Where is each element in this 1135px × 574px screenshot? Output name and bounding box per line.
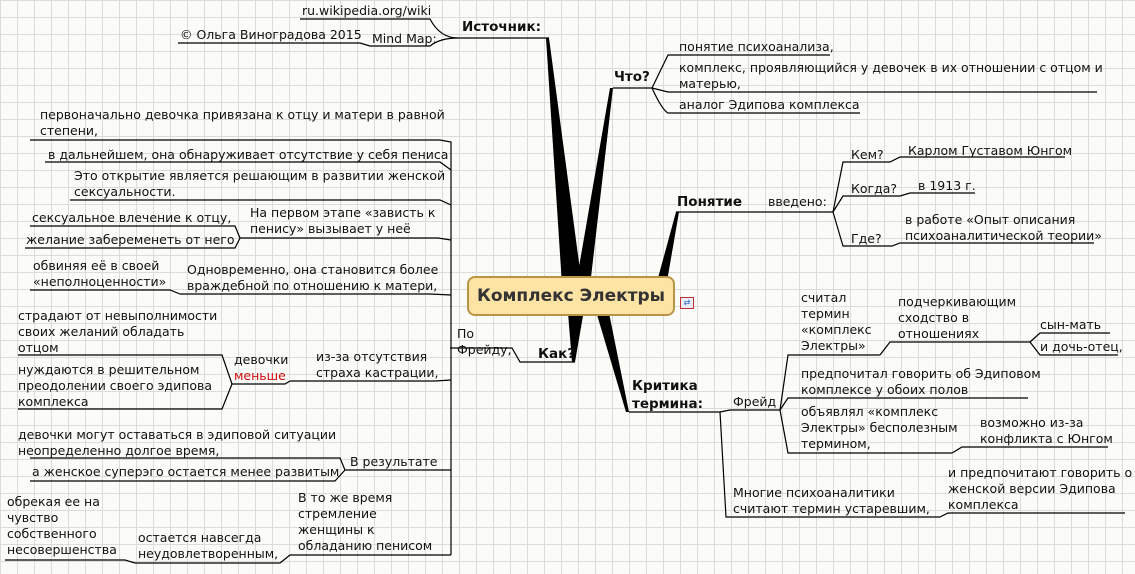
how-remain-2: неопределенно долгое время, [18, 443, 220, 458]
concept-when-q: Когда? [851, 181, 898, 196]
how-dooms-1: обрекая ее на [7, 494, 100, 509]
how-blaming-1: обвиняя её в своей [33, 258, 160, 273]
how-discovery-2: сексуальности. [74, 184, 176, 199]
how-need-1: нуждаются в решительном [18, 362, 200, 377]
what-item-1: понятие психоанализа, [679, 39, 834, 54]
how-same-time-1: В то же время [298, 490, 393, 505]
how-need-2: преодолении своего эдипова [18, 378, 213, 393]
how-need-3: комплекса [18, 394, 89, 409]
critique-prefer-female-2: женской версии Эдипова [948, 481, 1116, 496]
critique-declared-2: Электры» бесполезным [801, 420, 958, 435]
how-same-time-2: стремление [298, 506, 377, 521]
concept-when-a: в 1913 г. [918, 178, 976, 193]
critique-declared-1: объявлял «комплекс [801, 404, 939, 419]
how-simultaneously-2: враждебной по отношению к матери, [187, 278, 438, 293]
what-title[interactable]: Что? [614, 69, 650, 85]
critique-prefer-female-1: и предпочитают говорить о [948, 465, 1133, 480]
trunk-concept [658, 212, 679, 293]
central-topic[interactable]: Комплекс Электры [467, 276, 675, 316]
critique-son-mother: сын-мать [1040, 317, 1102, 332]
how-result: В результате [350, 454, 438, 469]
critique-prefer-female-3: комплекса [948, 497, 1019, 512]
critique-emphasizing-2: сходство в [898, 310, 970, 325]
how-suffer-3: отцом [18, 340, 59, 355]
how-pregnant: желание забеременеть от него [26, 232, 235, 247]
critique-title-1[interactable]: Критика [632, 378, 698, 394]
how-remain-1: девочки могут оставаться в эдиповой ситу… [18, 427, 337, 442]
how-attraction: сексуальное влечение к отцу, [32, 210, 232, 225]
how-superego: а женское суперэго остается менее развит… [32, 464, 340, 479]
critique-conflict-1: возможно из-за [980, 415, 1084, 430]
source-wiki-link[interactable]: ru.wikipedia.org/wiki [302, 3, 432, 18]
how-freud-2: Фрейду, [457, 342, 512, 357]
critique-considered-2: термин [801, 306, 850, 321]
concept-where-a-1: в работе «Опыт описания [905, 212, 1076, 227]
how-unsatisfied-2: неудовлетворенным, [138, 546, 279, 561]
how-blaming-2: «неполноценности» [33, 274, 167, 289]
critique-declared-3: термином, [801, 436, 871, 451]
what-item-3: аналог Эдипова комплекса [679, 97, 860, 112]
how-first-stage-2: пенису» вызывает у неё [250, 221, 411, 236]
how-fear-1: из-за отсутствия [316, 349, 428, 364]
critique-preferred-2: комплексе у обоих полов [801, 382, 969, 397]
concept-introduced: введено: [768, 194, 827, 209]
critique-considered-4: Электры» [801, 338, 866, 353]
how-suffer-1: страдают от невыполнимости [18, 308, 218, 323]
hyperlink-icon[interactable]: ⇄ [680, 297, 694, 309]
trunk-what [575, 88, 613, 303]
concept-who-a: Карлом Густавом Юнгом [908, 143, 1073, 158]
critique-title-2[interactable]: термина: [632, 396, 703, 412]
critique-preferred-1: предпочитал говорить об Эдиповом [801, 366, 1041, 381]
how-later: в дальнейшем, она обнаруживает отсутстви… [48, 147, 449, 162]
trunk-how [568, 310, 584, 362]
concept-where-a-2: психоаналитической теории» [905, 228, 1102, 243]
how-discovery-1: Это открытие является решающим в развити… [74, 168, 446, 183]
how-initially-1: первоначально девочка привязана к отцу и… [40, 107, 445, 122]
how-same-time-3: женщины к [298, 522, 375, 537]
source-title[interactable]: Источник: [462, 19, 542, 35]
how-first-stage-1: На первом этапе «зависть к [250, 205, 436, 220]
how-title[interactable]: Как? [538, 346, 576, 362]
concept-who-q: Кем? [851, 147, 884, 162]
how-girls: девочки [234, 352, 289, 367]
how-less: меньше [234, 368, 286, 383]
how-fear-2: страха кастрации, [316, 365, 439, 380]
how-freud-1: По [457, 326, 475, 341]
what-item-2: комплекс, проявляющийся у девочек в их о… [679, 60, 1103, 75]
how-dooms-4: несовершенства [7, 542, 117, 557]
critique-emphasizing-3: отношениях [898, 326, 980, 341]
how-dooms-2: чувство [7, 510, 59, 525]
critique-many-1: Многие психоаналитики [733, 485, 895, 500]
critique-conflict-2: конфликта с Юнгом [980, 431, 1113, 446]
how-simultaneously-1: Одновременно, она становится более [187, 262, 439, 277]
how-same-time-4: обладанию пенисом [298, 538, 433, 553]
concept-title[interactable]: Понятие [677, 194, 743, 210]
concept-where-q: Где? [851, 231, 882, 246]
critique-many-2: считают термин устаревшим, [733, 501, 930, 516]
critique-emphasizing-1: подчеркивающим [898, 294, 1017, 309]
how-suffer-2: своих желаний обладать [18, 324, 185, 339]
how-dooms-3: собственного [7, 526, 97, 541]
critique-freud: Фрейд [733, 394, 777, 409]
trunk-critique [595, 303, 629, 412]
what-item-2b: матерью, [679, 76, 741, 91]
source-author: © Ольга Виноградова 2015 [180, 27, 362, 42]
source-mindmap-label: Mind Map: [372, 31, 437, 46]
critique-considered-1: считал [801, 290, 847, 305]
critique-daughter-father: и дочь-отец, [1040, 339, 1123, 354]
critique-considered-3: «комплекс [801, 322, 872, 337]
trunk-source [546, 38, 582, 285]
how-initially-2: степени, [40, 123, 98, 138]
how-unsatisfied-1: остается навсегда [138, 530, 262, 545]
